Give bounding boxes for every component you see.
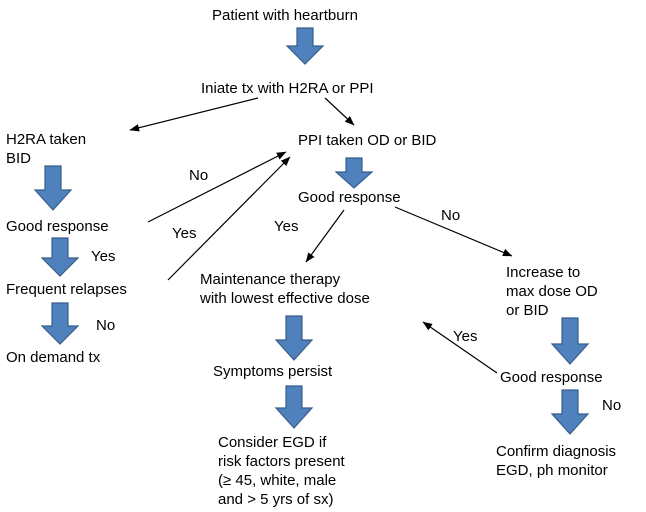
node-increase-good-response: Good response <box>500 369 603 386</box>
node-initiate: Iniate tx with H2RA or PPI <box>201 80 374 97</box>
label-h2ra-response-yes: Yes <box>91 248 116 265</box>
node-frequent-relapses: Frequent relapses <box>6 281 127 298</box>
edge-ppi-yes-to-maintenance <box>305 209 345 263</box>
label-increase-no: No <box>602 397 622 414</box>
node-h2ra-good-response: Good response <box>6 218 109 235</box>
edge-increase-yes-to-maintenance <box>422 321 498 374</box>
label-relapse-yes: Yes <box>172 225 197 242</box>
edge-h2ra-response-no-to-ppi <box>147 151 287 223</box>
node-consider-egd: Consider EGD if risk factors present (≥ … <box>218 434 345 508</box>
edge-initiate-to-ppi <box>324 97 355 126</box>
block-arrow-increase-to-response <box>550 317 590 365</box>
label-increase-yes: Yes <box>453 328 478 345</box>
label-relapse-no: No <box>96 317 116 334</box>
label-h2ra-response-no: No <box>189 167 209 184</box>
block-arrow-ppi-to-response <box>334 157 374 189</box>
node-start: Patient with heartburn <box>212 7 358 24</box>
node-h2ra-taken: H2RA taken BID <box>6 131 87 167</box>
edge-relapse-yes-to-ppi <box>167 156 291 281</box>
label-ppi-no: No <box>441 207 461 224</box>
block-arrow-relapses-to-ondemand <box>40 302 80 345</box>
connectors <box>129 97 513 374</box>
block-arrows <box>33 27 590 435</box>
block-arrow-persist-to-egd <box>274 385 314 429</box>
node-on-demand: On demand tx <box>6 349 101 366</box>
block-arrow-h2ra-to-response <box>33 165 73 211</box>
node-ppi-good-response: Good response <box>298 189 401 206</box>
node-symptoms-persist: Symptoms persist <box>213 363 333 380</box>
node-confirm-diagnosis: Confirm diagnosis EGD, ph monitor <box>496 443 617 479</box>
block-arrow-start-to-initiate <box>285 27 325 65</box>
block-arrow-response-to-relapses <box>40 237 80 277</box>
node-maintenance: Maintenance therapy with lowest effectiv… <box>200 271 370 307</box>
edge-ppi-no-to-increase <box>394 206 513 257</box>
label-ppi-yes: Yes <box>274 218 299 235</box>
node-increase-dose: Increase to max dose OD or BID <box>506 264 598 319</box>
node-ppi-taken: PPI taken OD or BID <box>298 132 437 149</box>
edge-initiate-to-h2ra <box>129 97 259 132</box>
block-arrow-maintenance-to-persist <box>274 315 314 361</box>
block-arrow-response-to-confirm <box>550 389 590 435</box>
